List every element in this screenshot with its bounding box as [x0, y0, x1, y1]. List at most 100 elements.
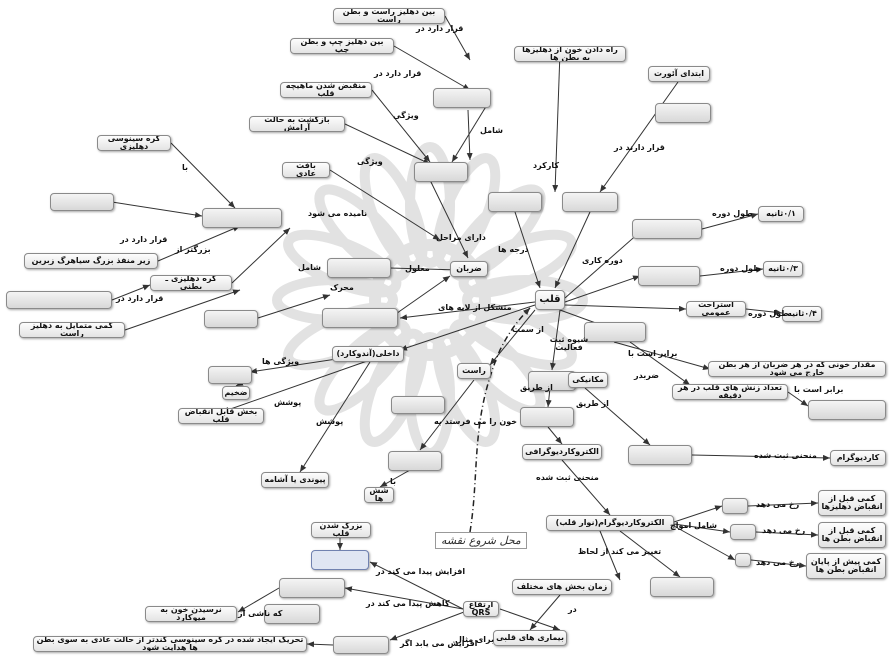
node-output[interactable]: مقدار خونی که در هر ضربان از هر بطن خارج…: [708, 361, 886, 377]
connector-line: [564, 275, 641, 303]
node-blank-target[interactable]: [388, 451, 442, 471]
connector-line: [399, 301, 536, 321]
node-sinus[interactable]: گره سینوسی دهلیزی: [97, 135, 171, 151]
node-rightatrium[interactable]: کمی متمایل به دهلیز راست: [19, 322, 125, 338]
node-blank-his[interactable]: [6, 291, 112, 309]
node-disease[interactable]: بیماری های قلبی: [493, 630, 567, 646]
link-label: شامل: [480, 126, 503, 135]
node-blank-contraction[interactable]: [414, 162, 468, 182]
node-blank-change[interactable]: [650, 577, 714, 597]
node-t03[interactable]: ۰/۳ثانیه: [763, 261, 803, 277]
node-blank-valves[interactable]: [433, 88, 491, 108]
node-blank-aortic[interactable]: [655, 103, 711, 123]
link-label: دوره کاری: [582, 256, 623, 265]
node-blank-pwave[interactable]: [722, 498, 748, 514]
node-lungs[interactable]: شش ها: [364, 487, 394, 503]
node-cover[interactable]: پیوندی یا آشامه: [261, 472, 329, 488]
connector-line: [745, 308, 783, 316]
link-label: قرار دارد در: [120, 235, 168, 244]
link-label: درجه ها: [498, 245, 529, 254]
node-t04[interactable]: ۰/۴ثانیه: [782, 306, 822, 322]
node-blank-function[interactable]: [488, 192, 542, 212]
node-blank-location[interactable]: [562, 192, 618, 212]
link-label: با: [182, 163, 189, 172]
node-flow[interactable]: راه دادن خون از دهلیزها به بطن ها: [514, 46, 626, 62]
node-av[interactable]: گره دهلیزی ـ بطنی: [150, 275, 232, 291]
connector-line: [514, 211, 541, 289]
node-thick[interactable]: ضخیم: [222, 386, 250, 400]
node-heart[interactable]: قلب: [535, 290, 565, 310]
node-blank-ventricular[interactable]: [638, 266, 700, 286]
node-blank-decrease[interactable]: [279, 578, 345, 598]
node-rest[interactable]: استراحت عمومی: [686, 301, 746, 317]
link-label: منحنی ثبت شده: [536, 473, 599, 482]
connector-line: [552, 51, 561, 193]
watermark-ring: [369, 239, 491, 361]
node-blank-sinusnode[interactable]: [50, 193, 114, 211]
connector-line: [489, 309, 536, 366]
node-cardio[interactable]: کاردیوگرام: [830, 450, 886, 466]
node-oxygen[interactable]: نرسیدن خون به میوکارد: [145, 606, 237, 622]
connector-line: [379, 469, 411, 488]
node-t01[interactable]: ۰/۱ثانیه: [758, 206, 804, 222]
node-blank-purkinje[interactable]: [204, 310, 258, 328]
connector-line: [329, 169, 441, 241]
node-valve-right[interactable]: بین دهلیز راست و بطن راست: [333, 8, 445, 24]
node-aorta[interactable]: ابتدای آئورت: [648, 66, 710, 82]
start-label: محل شروع نقشه: [435, 532, 527, 549]
node-blank-block[interactable]: [333, 636, 389, 654]
node-qrs[interactable]: ارتفاع QRS: [463, 601, 499, 617]
node-blank-reglink[interactable]: [520, 407, 574, 427]
node-bundle[interactable]: زیر منفذ بزرگ سیاهرگ زبرین: [24, 253, 158, 269]
link-label: شیوه ثبت فعالیت: [549, 335, 589, 352]
node-inner[interactable]: داخلی(آندوکارد): [332, 346, 404, 362]
node-normal[interactable]: بافت عادی: [282, 162, 330, 178]
node-blank-output[interactable]: [584, 322, 646, 342]
connector-line: [673, 523, 731, 534]
connector-line: [344, 123, 431, 165]
connector-line: [529, 594, 561, 631]
node-blank-twave[interactable]: [735, 553, 751, 567]
connector-line: [599, 530, 621, 581]
connector-line: [111, 201, 203, 218]
node-right[interactable]: راست: [457, 363, 491, 379]
node-stimulus[interactable]: تحریک ایجاد شده در گره سینوسی کندتر از ح…: [33, 636, 307, 652]
link-label: رخ می دهد: [762, 526, 806, 535]
node-blank-stroke[interactable]: [808, 400, 886, 420]
node-contractpart[interactable]: بخش قابل انقباض قلب: [178, 408, 264, 424]
link-label: برابر است با: [628, 349, 678, 358]
node-blank-feature[interactable]: [208, 366, 252, 384]
node-qrsw[interactable]: کمی قبل از انقباض بطن ها: [818, 522, 886, 548]
node-blank-myocard[interactable]: [322, 308, 398, 328]
node-ecgwave[interactable]: الکتروکاردیوگرام(نوار قلب): [546, 515, 674, 531]
node-blank-curve[interactable]: [628, 445, 692, 465]
link-label: قرار دارد در: [416, 24, 464, 33]
node-relax[interactable]: بازگشت به حالت آرامش: [249, 116, 345, 132]
node-blank-outer[interactable]: [391, 396, 445, 414]
node-rate[interactable]: تعداد زنش های قلب در هر دقیقه: [672, 384, 788, 400]
node-blank-qrswave[interactable]: [730, 524, 756, 540]
node-contract[interactable]: منقبض شدن ماهیچه قلب: [280, 82, 372, 98]
link-label: کاهش پیدا می کند در: [366, 599, 450, 608]
node-blank-cause[interactable]: [327, 258, 391, 278]
node-t[interactable]: کمی پیش از پایان انقباض بطن ها: [806, 553, 886, 579]
node-blank-ischemia[interactable]: [264, 604, 320, 624]
link-label: پوشش: [316, 417, 344, 426]
node-mech[interactable]: مکانیکی: [568, 372, 608, 388]
node-pulse[interactable]: ضربان: [450, 261, 488, 277]
node-blank-av[interactable]: [202, 208, 282, 228]
connector-line: [306, 641, 334, 648]
node-valve-left[interactable]: بین دهلیز چپ و بطن چپ: [290, 38, 394, 54]
node-ecg[interactable]: الکتروکاردیوگرافی: [522, 444, 602, 460]
node-selected-input[interactable]: [311, 550, 369, 570]
link-label: متشکل از لایه های: [438, 303, 512, 312]
node-blank-cycle[interactable]: [632, 219, 702, 239]
node-enlarge[interactable]: بزرگ شدن قلب: [311, 522, 371, 538]
connector-line: [701, 212, 759, 230]
node-timediff[interactable]: زمان بخش های مختلف: [512, 579, 612, 595]
connector-line: [554, 211, 591, 289]
node-p[interactable]: کمی قبل از انقباض دهلیزها: [818, 490, 886, 516]
link-label: محرک: [330, 283, 354, 292]
connector-line: [545, 387, 552, 408]
link-label: در: [568, 605, 577, 614]
